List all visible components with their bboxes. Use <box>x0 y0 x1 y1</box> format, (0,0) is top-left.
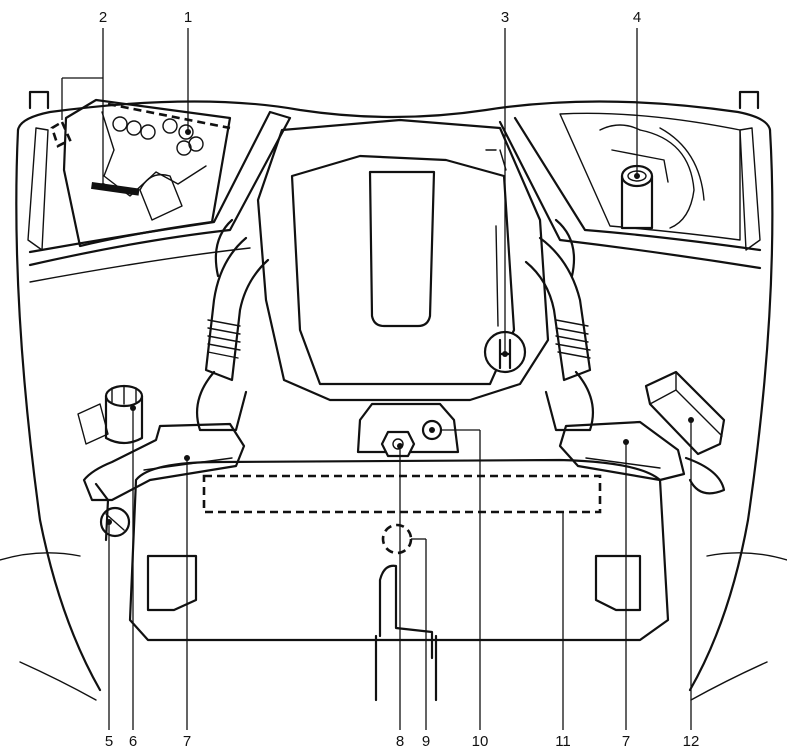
hidden-air-cleaner-box <box>202 474 602 514</box>
callout-8: 8 <box>396 733 404 750</box>
relay-box <box>644 370 726 495</box>
right-air-box <box>558 420 686 482</box>
callout-7-right: 7 <box>622 733 630 750</box>
hidden-drain-plug <box>381 523 413 555</box>
fuse-block <box>101 111 207 221</box>
leader-lines <box>61 28 694 730</box>
callout-2: 2 <box>99 9 107 26</box>
callout-10: 10 <box>472 733 489 750</box>
washer-fluid-cap <box>99 506 131 538</box>
callout-11: 11 <box>555 733 571 750</box>
engine-cover <box>256 118 550 402</box>
left-cowl-area <box>28 98 292 283</box>
coolant-reservoir-cap <box>421 419 443 441</box>
callout-12: 12 <box>683 733 700 750</box>
intake-hose-left <box>196 218 270 432</box>
callout-5: 5 <box>105 733 113 750</box>
callout-4: 4 <box>633 9 641 26</box>
callout-6: 6 <box>129 733 137 750</box>
radiator-support <box>128 402 670 702</box>
intake-hose-right <box>524 218 594 432</box>
right-cowl-area <box>498 112 762 270</box>
callout-3: 3 <box>501 9 509 26</box>
callout-7-left: 7 <box>183 733 191 750</box>
callout-labels: 1 2 3 4 5 6 7 7 8 9 10 11 12 <box>99 9 700 750</box>
callout-9: 9 <box>422 733 430 750</box>
callout-1: 1 <box>184 9 192 26</box>
